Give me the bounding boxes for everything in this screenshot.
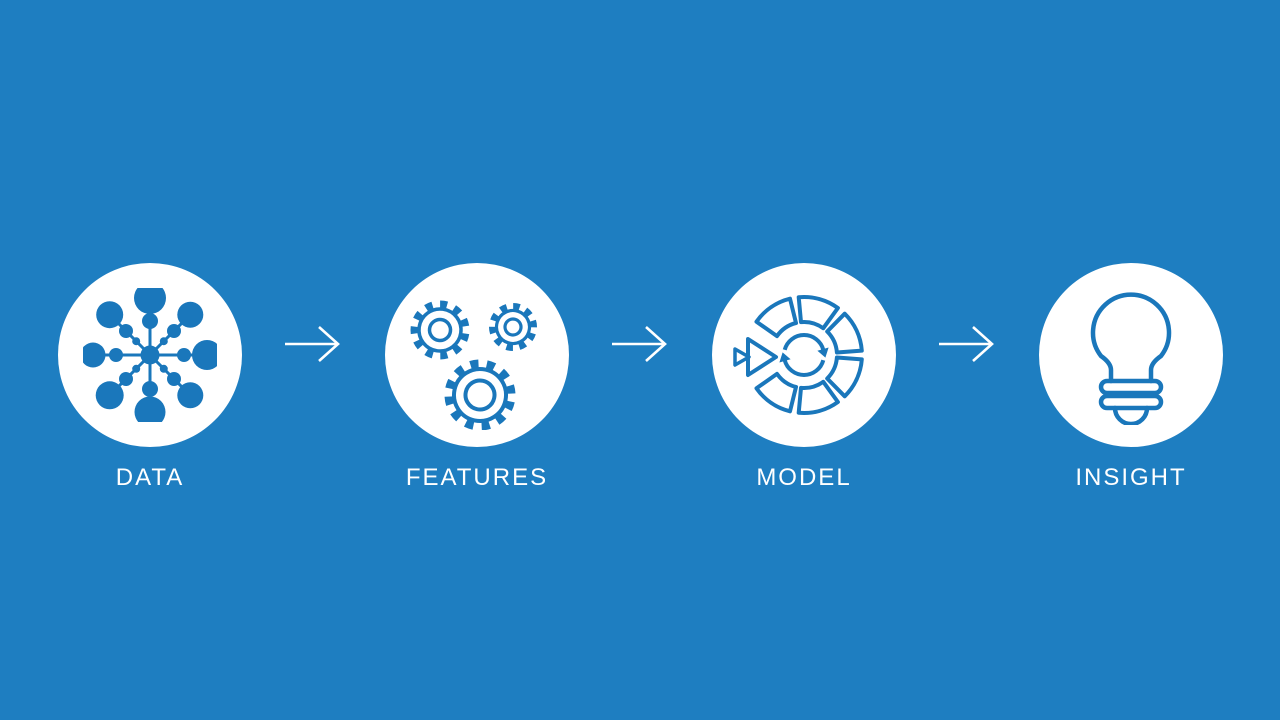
stage-data-circle — [58, 263, 242, 447]
stage-features-circle — [385, 263, 569, 447]
stage-features: FEATURES — [385, 263, 569, 493]
stage-data-label: DATA — [115, 464, 185, 491]
lightbulb-icon — [1090, 292, 1172, 425]
right-arrow-icon — [611, 326, 667, 362]
model-cycle-icon — [733, 294, 864, 416]
stage-insight-circle — [1039, 263, 1223, 447]
stage-model-circle — [712, 263, 896, 447]
stage-model-label: MODEL — [756, 464, 852, 491]
gears-icon — [410, 300, 537, 430]
stage-model: MODEL — [712, 263, 896, 493]
stage-data: DATA — [58, 263, 242, 493]
connector-3 — [896, 322, 1039, 366]
right-arrow-icon — [938, 326, 994, 362]
stage-features-label: FEATURES — [405, 464, 549, 491]
stage-insight: INSIGHT — [1039, 263, 1223, 493]
connector-1 — [242, 322, 385, 366]
connector-2 — [569, 322, 712, 366]
stage-insight-label: INSIGHT — [1075, 464, 1187, 491]
data-network-icon — [83, 288, 217, 422]
pipeline-diagram: DATA — [58, 263, 1223, 493]
right-arrow-icon — [284, 326, 340, 362]
